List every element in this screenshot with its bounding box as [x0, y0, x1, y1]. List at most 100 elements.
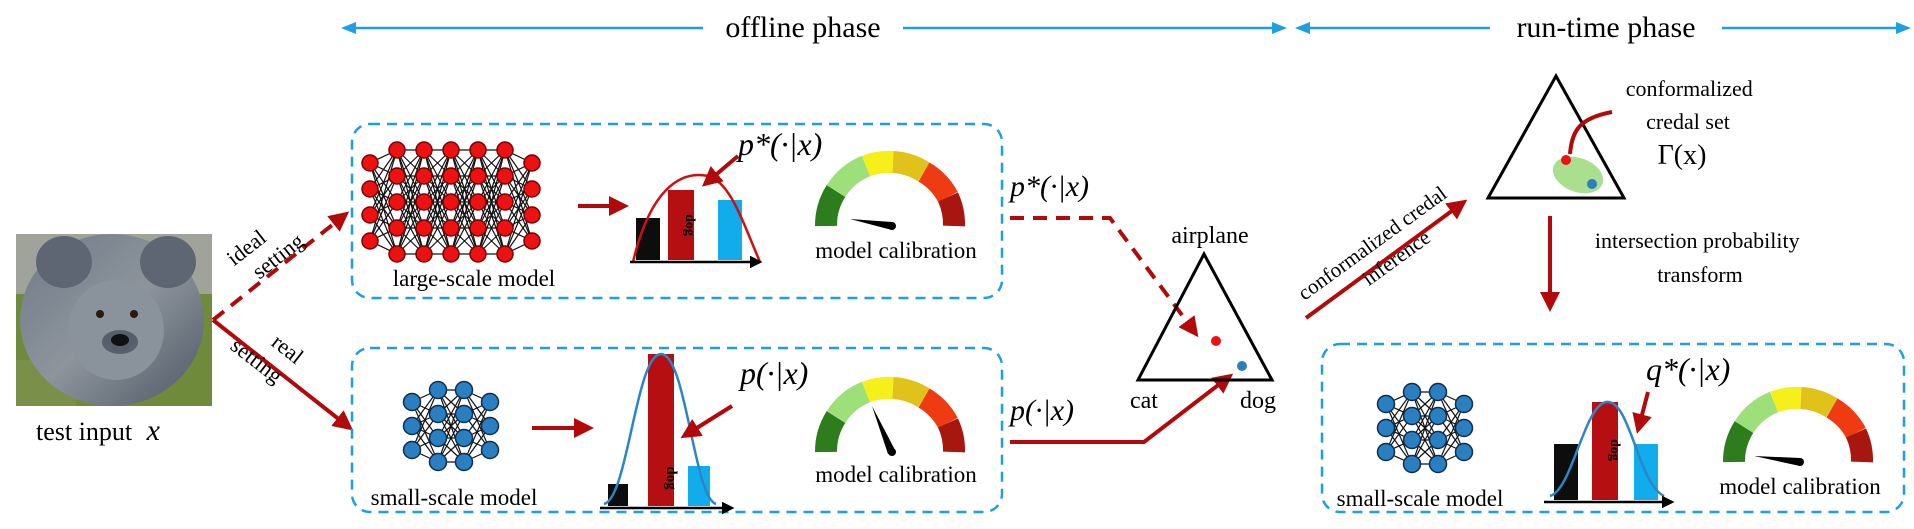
network-node	[523, 154, 541, 172]
network-edge	[477, 149, 506, 229]
network-node	[523, 206, 541, 224]
test-input-image	[16, 234, 212, 406]
network-node	[469, 245, 487, 263]
network-node	[361, 206, 379, 224]
network-edge	[396, 149, 425, 229]
large-model-label: large-scale model	[393, 266, 555, 291]
large-dog-bar-label: dog	[682, 214, 697, 236]
network-node	[415, 245, 433, 263]
network-node	[454, 428, 474, 448]
network-edge	[423, 149, 452, 203]
network-node	[496, 193, 514, 211]
p-point	[1237, 361, 1247, 371]
network-node	[496, 141, 514, 159]
network-node	[361, 232, 379, 250]
runtime-calibration-gauge: model calibration	[1719, 386, 1881, 499]
network-node	[361, 154, 379, 172]
network-node	[469, 141, 487, 159]
real-setting-branch: real setting	[211, 318, 354, 431]
simplex-label-dog: dog	[1240, 388, 1276, 414]
network-node	[1454, 442, 1474, 462]
network-edge	[396, 149, 425, 255]
network-edge	[1385, 391, 1413, 453]
transform-arrow: intersection probability transform	[1540, 216, 1805, 312]
pstar-point	[1211, 336, 1221, 346]
network-edge	[411, 389, 439, 451]
network-node	[428, 404, 448, 424]
simplex-label-cat: cat	[1130, 388, 1158, 414]
network-node	[402, 392, 422, 412]
network-node	[523, 180, 541, 198]
small-neural-network	[402, 380, 500, 472]
network-node	[388, 219, 406, 237]
network-node	[1376, 418, 1396, 438]
network-node	[496, 219, 514, 237]
network-node	[428, 380, 448, 400]
network-edge	[477, 149, 506, 255]
network-node	[388, 193, 406, 211]
network-node	[454, 380, 474, 400]
network-node	[523, 232, 541, 250]
network-node	[442, 219, 460, 237]
network-node	[454, 452, 474, 472]
large-histogram: dog p*(·|x)	[630, 126, 822, 269]
network-node	[442, 167, 460, 185]
large-dist-label: p*(·|x)	[736, 126, 822, 162]
small-histogram: dog p(·|x)	[600, 352, 808, 515]
credal-set-region	[1552, 156, 1604, 194]
network-node	[402, 416, 422, 436]
p-arrow: p(·|x)	[1008, 373, 1234, 444]
network-node	[1428, 454, 1448, 474]
network-edge	[477, 149, 506, 203]
network-edge	[504, 162, 533, 255]
probability-simplex: airplane cat dog	[1130, 223, 1276, 414]
transform-label: intersection probability transform	[1595, 228, 1805, 287]
network-node	[469, 167, 487, 185]
network-node	[402, 440, 422, 460]
network-node	[454, 404, 474, 424]
pstar-arrow: p*(·|x)	[1008, 170, 1199, 338]
network-node	[1428, 406, 1448, 426]
network-node	[496, 167, 514, 185]
runtime-phase-label: run-time phase	[1516, 11, 1695, 44]
network-node	[1428, 382, 1448, 402]
network-node	[428, 452, 448, 472]
network-node	[415, 219, 433, 237]
network-node	[1454, 394, 1474, 414]
pstar-arrow-label: p*(·|x)	[1008, 170, 1089, 203]
network-edge	[369, 175, 398, 242]
network-edge	[437, 389, 465, 463]
network-node	[480, 440, 500, 460]
large-calibration-label: model calibration	[815, 238, 977, 263]
ideal-setting-branch: ideal setting	[211, 211, 350, 322]
test-input-label: test input x	[36, 414, 161, 447]
network-edge	[396, 149, 425, 203]
network-edge	[450, 149, 479, 255]
network-node	[415, 167, 433, 185]
network-node	[1454, 418, 1474, 438]
runtime-histogram: dog q*(·|x)	[1544, 351, 1730, 509]
network-node	[1402, 382, 1422, 402]
runtime-dog-bar-label: dog	[1607, 439, 1622, 461]
network-edge	[396, 201, 425, 255]
network-node	[442, 245, 460, 263]
network-edge	[423, 149, 452, 229]
network-edge	[450, 149, 479, 229]
offline-phase-label: offline phase	[725, 11, 880, 44]
large-model-box: large-scale model dog p*(·|x) model cali…	[350, 122, 1004, 300]
network-edge	[423, 149, 452, 255]
small-calibration-gauge: model calibration	[815, 376, 977, 487]
network-node	[1376, 442, 1396, 462]
network-edge	[369, 149, 398, 242]
network-edge	[450, 201, 479, 255]
credal-inference-arrow: conformalized credal inference	[1293, 181, 1468, 320]
network-node	[1428, 430, 1448, 450]
network-node	[442, 141, 460, 159]
runtime-dist-label: q*(·|x)	[1646, 351, 1730, 387]
network-node	[415, 141, 433, 159]
simplex-label-airplane: airplane	[1171, 223, 1248, 249]
small-model-label: small-scale model	[371, 485, 538, 510]
network-node	[361, 180, 379, 198]
large-neural-network	[361, 141, 541, 263]
